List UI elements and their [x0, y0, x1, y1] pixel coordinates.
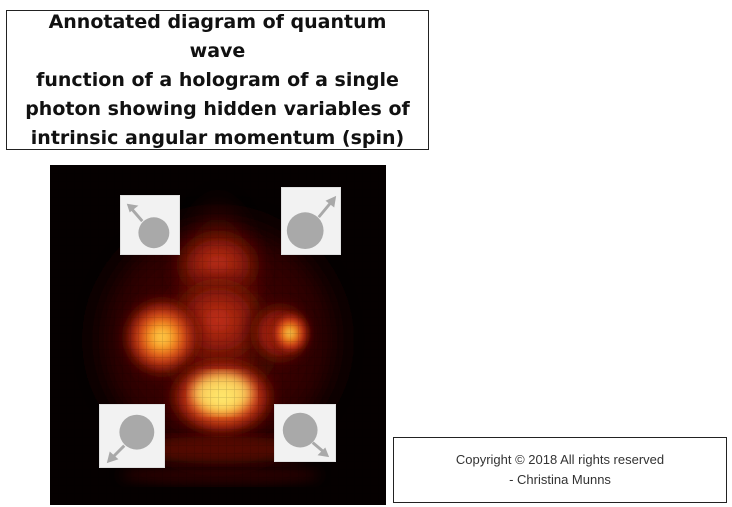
spin-up-right-icon: [286, 195, 337, 250]
copyright-box: Copyright © 2018 All rights reserved - C…: [393, 437, 727, 503]
title-line-1: Annotated diagram of quantum wave: [48, 10, 387, 62]
photon-hologram-image: [50, 165, 386, 505]
spin-card-top-left: [120, 195, 180, 255]
diagram-title: Annotated diagram of quantum wave functi…: [23, 8, 413, 153]
author-credit: - Christina Munns: [509, 472, 611, 487]
spin-card-top-right: [281, 187, 341, 255]
spin-down-right-icon: [282, 412, 330, 458]
title-line-4: intrinsic angular momentum (spin): [30, 126, 405, 149]
spin-up-left-icon: [126, 203, 170, 249]
title-box: Annotated diagram of quantum wave functi…: [6, 10, 429, 150]
spin-card-bottom-right: [274, 404, 336, 462]
title-line-2: function of a hologram of a single: [36, 68, 399, 91]
copyright-notice: Copyright © 2018 All rights reserved: [455, 452, 665, 467]
spin-down-left-icon: [106, 414, 155, 464]
title-line-3: photon showing hidden variables of: [25, 97, 410, 120]
spin-card-bottom-left: [99, 404, 165, 468]
